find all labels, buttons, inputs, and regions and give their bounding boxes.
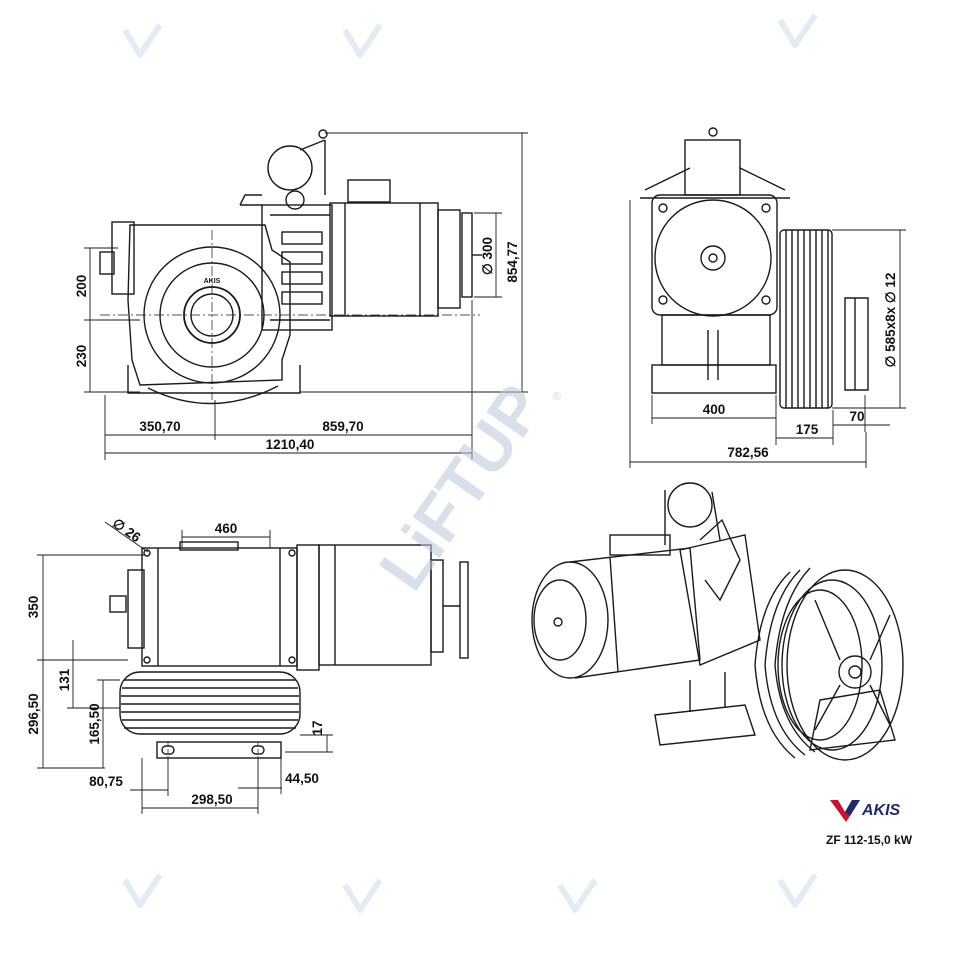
top-view-dimension-lines (37, 521, 333, 814)
front-view-dimension-lines (84, 132, 528, 460)
terminal-box (347, 179, 391, 203)
dim-1210-40: 1210,40 (266, 437, 315, 452)
dim-400: 400 (703, 402, 726, 417)
dim-165-50: 165,50 (87, 703, 102, 744)
dim-131: 131 (57, 668, 72, 691)
brand-logo-text: AKIS (861, 802, 901, 819)
side-brake (684, 139, 741, 196)
side-view-dimension-lines (629, 200, 906, 468)
watermark-registered-mark: ® (553, 391, 561, 403)
dim-460: 460 (215, 521, 238, 536)
hub-logo: AKIS (204, 278, 221, 285)
iso-terminal-box (609, 534, 671, 556)
iso-bearing-pedestal (809, 689, 896, 751)
top-foot (156, 741, 282, 759)
iso-motor-body (569, 547, 701, 679)
left-flange (111, 221, 135, 295)
liftup-watermark: LiFTUP (365, 371, 558, 603)
iso-gear-housing (679, 534, 761, 666)
dim-300: ∅ 300 (480, 237, 495, 275)
iso-motor-end (531, 561, 609, 679)
dim-200: 200 (74, 275, 89, 298)
top-encoder (459, 561, 469, 659)
side-motor-circle (654, 199, 772, 317)
dim-230: 230 (74, 345, 89, 368)
sheave-arc (147, 385, 279, 405)
iso-brake-arm (699, 518, 741, 602)
isometric-view (531, 482, 904, 761)
model-label: ZF 112-15,0 kW (826, 833, 913, 847)
side-sheave (779, 229, 833, 409)
top-sheave (119, 671, 301, 735)
dim-350-70: 350,70 (139, 419, 180, 434)
brake-lever-wheel (267, 145, 313, 191)
dim-782-56: 782,56 (727, 445, 769, 460)
watermark-text: LiFTUP (365, 371, 558, 603)
base-foot (127, 365, 301, 394)
outboard-bearing (844, 297, 869, 391)
brand-logo: AKIS (830, 800, 901, 822)
dim-859-70: 859,70 (322, 419, 363, 434)
iso-base (654, 704, 756, 746)
dim-80-75: 80,75 (89, 774, 123, 789)
brake-block (261, 204, 333, 331)
side-view (640, 127, 869, 409)
dim-44-50: 44,50 (285, 771, 319, 786)
dim-70: 70 (849, 409, 864, 424)
dim-sheave: ∅ 585x8x ∅ 12 (883, 273, 898, 368)
motor-body (329, 202, 439, 317)
encoder-disc (461, 212, 473, 298)
dim-175: 175 (796, 422, 819, 437)
top-housing (141, 547, 298, 667)
side-base (651, 364, 777, 394)
iso-sheave-hub (838, 655, 872, 689)
dim-26: ∅ 26 (110, 515, 144, 545)
iso-brake-wheel (667, 482, 713, 528)
dim-17: 17 (310, 720, 325, 735)
dim-854: 854,77 (505, 241, 520, 282)
background-watermark-pattern (122, 13, 818, 913)
top-brake (296, 544, 320, 671)
iso-sheave-outer (786, 569, 904, 761)
dim-350: 350 (26, 596, 41, 619)
top-view (109, 541, 469, 760)
dim-298-50: 298,50 (191, 792, 232, 807)
dim-296-50: 296,50 (26, 693, 41, 734)
gearbox-housing (127, 224, 291, 386)
front-view (99, 129, 482, 405)
